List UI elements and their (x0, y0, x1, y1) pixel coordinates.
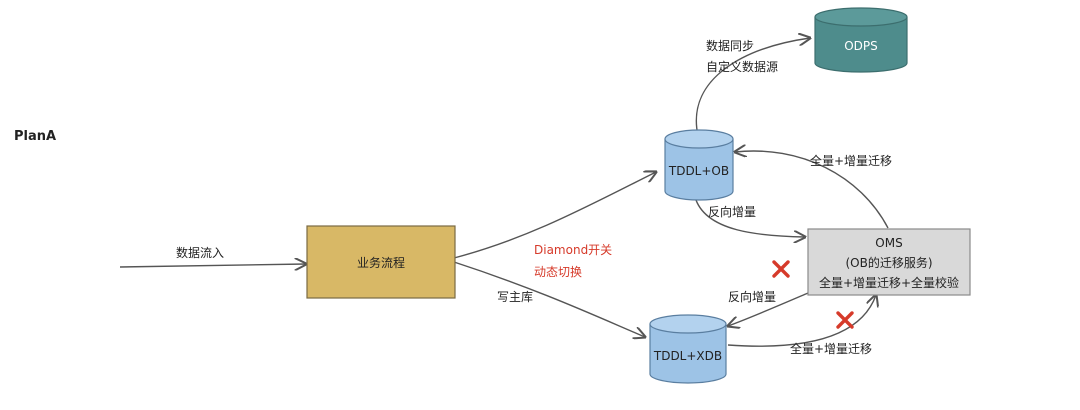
edge-business-to-tddl-ob (453, 172, 656, 259)
tddl-xdb-label: TDDL+XDB (653, 349, 722, 363)
label-reverse-incr-xdb: 反向增量 (728, 289, 776, 304)
label-reverse-incr-ob: 反向增量 (708, 204, 756, 219)
edge-data-inflow (119, 264, 306, 267)
edge-business-to-tddl-xdb (453, 261, 645, 337)
label-sync-line2: 自定义数据源 (706, 59, 778, 74)
odps-node (814, 7, 908, 73)
label-data-inflow: 数据流入 (176, 245, 224, 260)
tddl-xdb-node (649, 314, 727, 384)
tddl-ob-label: TDDL+OB (668, 164, 729, 178)
edge-tddl-ob-to-oms (694, 196, 805, 237)
oms-label-capability: 全量+增量迁移+全量校验 (819, 275, 959, 290)
label-sync-line1: 数据同步 (706, 38, 754, 53)
edge-tddl-ob-to-odps (695, 38, 810, 131)
label-full-incr-from-xdb: 全量+增量迁移 (790, 341, 872, 356)
label-write-master: 写主库 (497, 289, 533, 304)
edge-oms-to-tddl-ob (735, 151, 889, 229)
edge-tddl-xdb-to-oms (727, 295, 876, 347)
tddl-ob-node (664, 129, 734, 201)
label-diamond-switch: Diamond开关 (534, 243, 612, 257)
oms-label-title: OMS (875, 236, 902, 250)
business-process-label: 业务流程 (357, 255, 405, 270)
odps-label: ODPS (844, 39, 878, 53)
oms-node (807, 228, 971, 296)
label-full-incr-to-ob: 全量+增量迁移 (810, 153, 892, 168)
blocked-cross-icon (836, 311, 854, 329)
business-process-node (306, 225, 456, 299)
oms-label-subtitle: (OB的迁移服务) (845, 255, 932, 270)
blocked-cross-icon (772, 260, 790, 278)
label-dynamic-switch: 动态切换 (534, 265, 582, 279)
diagram-title: PlanA (14, 129, 56, 144)
edge-oms-to-tddl-xdb (728, 292, 809, 326)
